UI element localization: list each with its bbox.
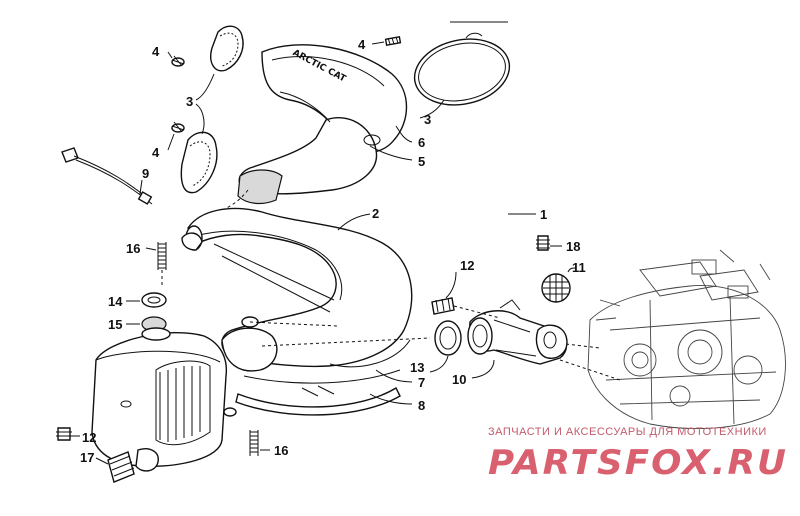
alignment-line-d	[453, 305, 501, 319]
callout-18: 18	[566, 239, 580, 254]
spring-clamp-lower	[180, 131, 218, 194]
fastener-12-lower	[56, 427, 72, 441]
callout-17: 17	[80, 450, 94, 465]
watermark-tagline: ЗАПЧАСТИ И АКСЕССУАРЫ ДЛЯ МОТОТЕХНИКИ	[488, 426, 767, 438]
leader-3c	[419, 99, 445, 119]
sensor-cable	[61, 147, 153, 205]
callout-11: 11	[572, 260, 586, 275]
leader-13	[429, 355, 449, 373]
hanger-bracket	[181, 232, 203, 251]
spring-16-lower	[249, 430, 259, 456]
leader-11	[567, 267, 577, 273]
callout-7: 7	[418, 375, 425, 390]
spring-17	[107, 451, 135, 483]
muffler	[91, 327, 237, 472]
leader-3a	[195, 73, 215, 101]
watermark-brand: PARTSFOX.RU	[488, 443, 788, 483]
mount-4b	[171, 121, 185, 133]
callout-5: 5	[418, 154, 425, 169]
leader-5	[369, 145, 413, 161]
screen-11	[541, 273, 571, 303]
callout-3c: 3	[424, 112, 431, 127]
leader-16a	[145, 247, 157, 251]
callout-4c: 4	[358, 37, 366, 52]
alignment-line-f	[559, 359, 621, 381]
spring-clamp-upper	[210, 25, 244, 72]
callout-13: 13	[410, 360, 424, 375]
callout-12a: 12	[460, 258, 474, 273]
leader-17	[95, 457, 109, 465]
spring-ring-large	[413, 32, 511, 106]
leader-12a	[445, 271, 457, 299]
heat-shield: ARCTIC CAT	[221, 44, 408, 211]
leader-10	[471, 359, 495, 379]
callout-14: 14	[108, 294, 123, 309]
callout-2: 2	[372, 206, 379, 221]
exhaust-manifold	[467, 299, 568, 365]
callout-16b: 16	[274, 443, 288, 458]
callout-9: 9	[142, 166, 149, 181]
callout-12b: 12	[82, 430, 96, 445]
leader-8	[369, 393, 413, 405]
mount-4c	[384, 36, 402, 46]
leader-6	[395, 125, 413, 143]
mount-4a	[171, 55, 185, 67]
callout-6: 6	[418, 135, 425, 150]
alignment-line-e	[565, 343, 601, 349]
leader-7	[375, 369, 413, 383]
expansion-chamber	[185, 207, 413, 416]
callout-15: 15	[108, 317, 122, 332]
leader-2	[337, 213, 371, 231]
engine-block	[587, 249, 786, 429]
gasket-13	[434, 320, 462, 356]
fastener-18	[536, 235, 550, 251]
alignment-line-a	[249, 321, 339, 327]
callout-10: 10	[452, 372, 466, 387]
leader-4c	[371, 41, 385, 45]
callout-4b: 4	[152, 145, 160, 160]
callout-8: 8	[418, 398, 425, 413]
callout-16a: 16	[126, 241, 140, 256]
spring-16-upper	[157, 242, 167, 270]
alignment-line-b	[261, 337, 431, 347]
leader-3a-2	[195, 103, 205, 135]
callout-3a: 3	[186, 94, 193, 109]
fastener-12-upper	[431, 297, 455, 315]
leader-9	[139, 179, 143, 195]
leader-4a	[167, 51, 173, 59]
leader-4b	[167, 133, 175, 151]
callout-4a: 4	[152, 44, 160, 59]
gasket-14	[141, 292, 167, 308]
callout-1: 1	[540, 207, 547, 222]
